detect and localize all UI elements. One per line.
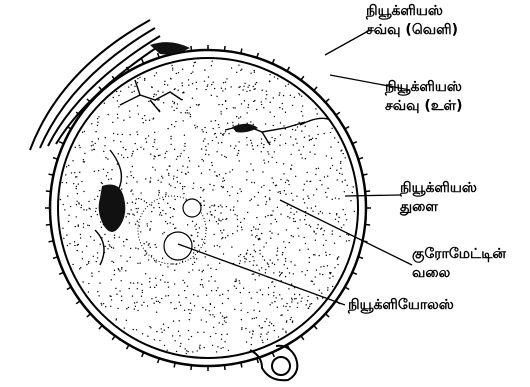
label-inner-membrane: நியூக்ளியஸ் சவ்வு (உள்) — [385, 78, 463, 116]
label-chromatin-line2: வலை — [412, 264, 506, 283]
label-outer-membrane: நியூக்ளியஸ் சவ்வு (வெளி) — [366, 2, 458, 40]
label-chromatin-line1: குரோமேட்டின் — [412, 245, 506, 264]
label-inner-membrane-line1: நியூக்ளியஸ் — [385, 78, 463, 97]
label-chromatin-network: குரோமேட்டின் வலை — [412, 245, 506, 283]
label-nuclear-pore-line1: நியூக்ளியஸ் — [400, 179, 477, 198]
label-nuclear-pore-line2: துளை — [400, 198, 477, 217]
label-inner-membrane-line2: சவ்வு (உள்) — [385, 97, 463, 116]
label-nucleolus: நியூக்ளியோலஸ் — [348, 296, 454, 315]
label-nuclear-pore: நியூக்ளியஸ் துளை — [400, 179, 477, 217]
label-outer-membrane-line2: சவ்வு (வெளி) — [366, 21, 458, 40]
label-outer-membrane-line1: நியூக்ளியஸ் — [366, 2, 458, 21]
label-nucleolus-line1: நியூக்ளியோலஸ் — [348, 296, 454, 315]
leader-outer-membrane — [325, 30, 370, 55]
